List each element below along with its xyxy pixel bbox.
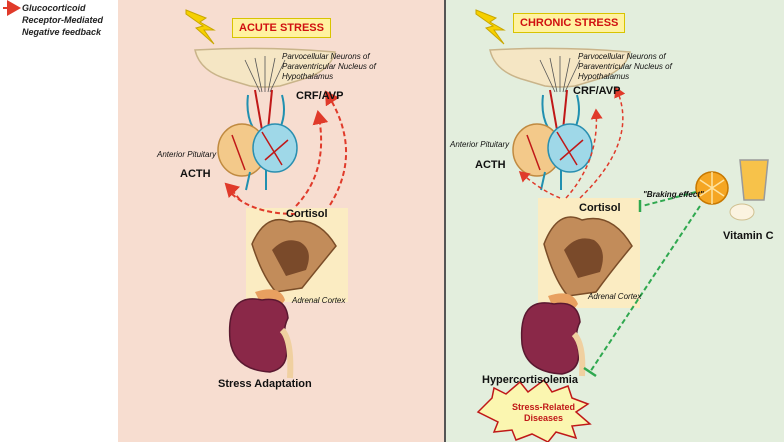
acute-crf-avp-label: CRF/AVP bbox=[296, 90, 344, 102]
chronic-anterior-pituitary-label: Anterior Pituitary bbox=[450, 140, 510, 149]
chronic-stress-label: CHRONIC STRESS bbox=[513, 13, 626, 33]
braking-effect-label: "Braking effect" bbox=[643, 190, 704, 199]
acute-anterior-pituitary-label: Anterior Pituitary bbox=[157, 150, 217, 159]
adrenal-gland-illustration bbox=[246, 208, 348, 302]
vitamin-c-illustration bbox=[695, 159, 769, 221]
acute-adrenal-cortex-label: Adrenal Cortex bbox=[292, 296, 346, 305]
panel-divider bbox=[444, 0, 446, 442]
acute-feedback-arrows bbox=[224, 90, 347, 215]
chronic-acth-label: ACTH bbox=[475, 159, 506, 171]
hypothalamus-illustration bbox=[489, 47, 631, 93]
hypothalamus-illustration bbox=[194, 47, 336, 93]
vitamin-c-label: Vitamin C bbox=[723, 230, 774, 242]
acute-stress-label: ACUTE STRESS bbox=[232, 18, 331, 38]
chronic-cortisol-label: Cortisol bbox=[579, 202, 621, 214]
chronic-feedback-arrows bbox=[518, 86, 626, 199]
acute-acth-label: ACTH bbox=[180, 168, 211, 180]
acute-outcome-label: Stress Adaptation bbox=[218, 378, 312, 390]
lightning-icon bbox=[475, 9, 506, 45]
chronic-outcome-label: Hypercortisolemia bbox=[482, 374, 578, 386]
chronic-crf-avp-label: CRF/AVP bbox=[573, 85, 621, 97]
stress-related-diseases-label: Stress-Related Diseases bbox=[512, 402, 576, 423]
chronic-adrenal-cortex-label: Adrenal Cortex bbox=[588, 292, 642, 301]
acute-cortisol-label: Cortisol bbox=[286, 208, 328, 220]
acute-hypothalamus-label: Parvocellular Neurons of Paraventricular… bbox=[282, 52, 376, 81]
adrenal-gland-illustration bbox=[538, 198, 640, 308]
stress-related-diseases-starburst bbox=[476, 378, 592, 442]
lightning-icon bbox=[185, 9, 216, 45]
legend-label: Glucocorticoid Receptor-Mediated Negativ… bbox=[22, 3, 104, 37]
braking-inhibition-lines bbox=[583, 191, 701, 378]
kidney-illustration bbox=[228, 289, 294, 379]
chronic-hypothalamus-label: Parvocellular Neurons of Paraventricular… bbox=[578, 52, 672, 81]
pituitary-illustration bbox=[217, 89, 298, 191]
kidney-illustration bbox=[520, 293, 586, 377]
pituitary-illustration bbox=[512, 89, 593, 191]
